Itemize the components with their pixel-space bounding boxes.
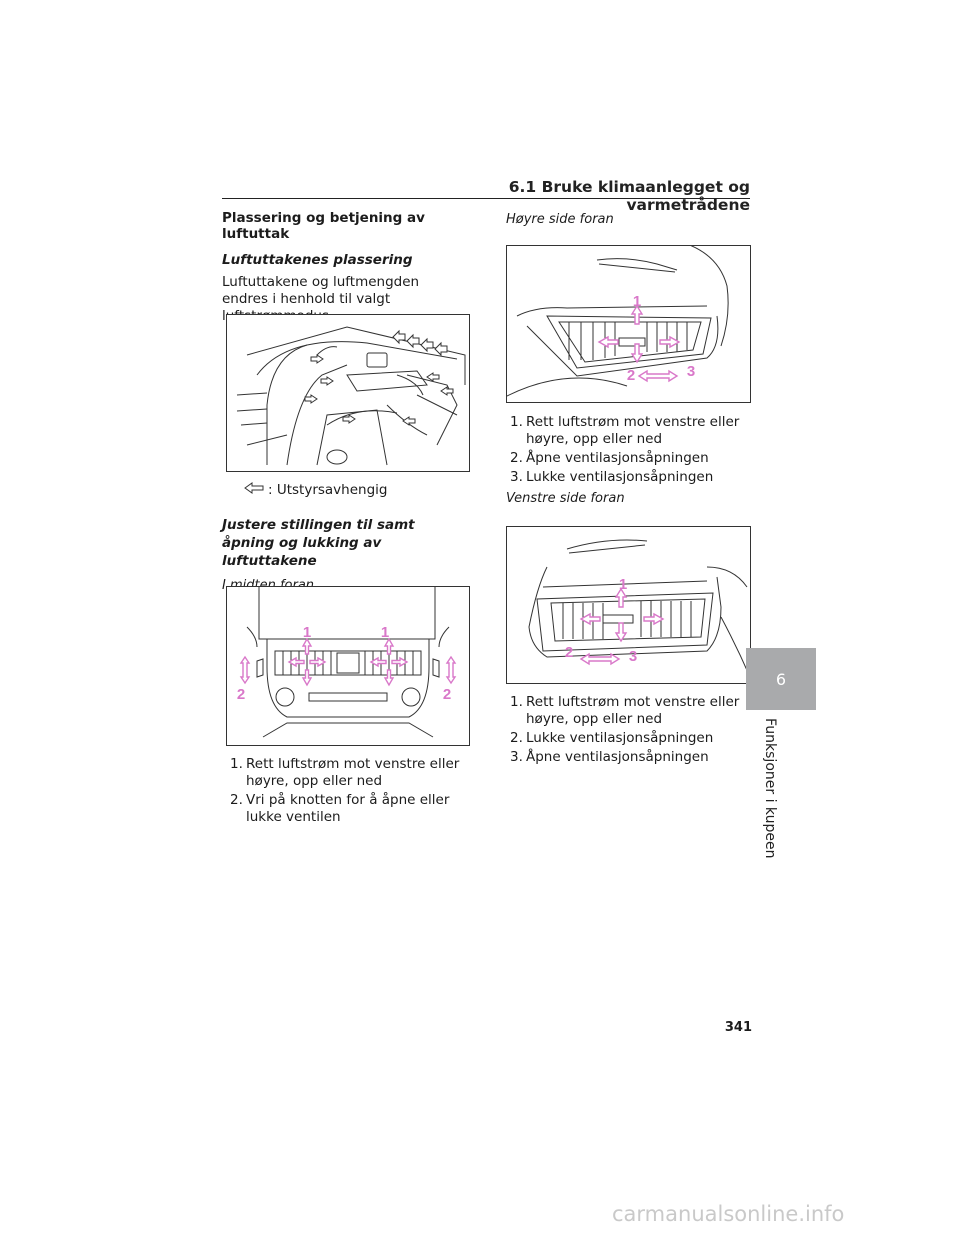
fig-label: 1 <box>619 576 627 593</box>
cabin-vents-figure <box>226 314 470 472</box>
fig-label: 3 <box>687 363 695 380</box>
legend: : Utstyrsavhengig <box>244 482 387 498</box>
list-item: 2.Lukke ventilasjonsåpningen <box>510 730 714 746</box>
fig-label: 1 <box>303 624 311 641</box>
chapter-side-label: Funksjoner i kupeen <box>760 718 780 858</box>
list-item: 2.Åpne ventilasjonsåpningen <box>510 450 709 466</box>
adjust-heading: Justere stillingen til samt åpning og lu… <box>222 517 415 569</box>
right-steps: 1.Rett luftstrøm mot venstre eller høyre… <box>506 414 746 506</box>
list-item: 1.Rett luftstrøm mot venstre eller høyre… <box>510 414 740 447</box>
center-vents-figure: 1 1 2 2 <box>226 586 470 746</box>
header-divider <box>222 198 750 199</box>
fig-label: 3 <box>629 648 637 665</box>
chapter-tab <box>746 648 816 710</box>
fig-label: 2 <box>237 686 245 703</box>
watermark: carmanualsonline.info <box>612 1202 845 1226</box>
fig-label: 2 <box>565 644 573 661</box>
list-item: 3.Åpne ventilasjonsåpningen <box>510 749 709 765</box>
chapter-number: 6 <box>775 670 787 689</box>
left-column: Plassering og betjening av luftuttak Luf… <box>222 210 480 325</box>
right-caption: Høyre side foran <box>506 212 614 227</box>
left-steps: 1.Rett luftstrøm mot venstre eller høyre… <box>506 694 746 768</box>
adjust-section: Justere stillingen til samt åpning og lu… <box>222 516 462 593</box>
section-heading: Plassering og betjening av luftuttak <box>222 210 425 242</box>
list-item: 1.Rett luftstrøm mot venstre eller høyre… <box>510 694 740 727</box>
subheading-location: Luftuttakenes plassering <box>222 252 413 268</box>
fig-label: 1 <box>633 293 641 310</box>
fig-label: 2 <box>443 686 451 703</box>
fig-label: 1 <box>381 624 389 641</box>
chapter-label: Funksjoner i kupeen <box>762 718 778 859</box>
chapter-header: 6.1 Bruke klimaanlegget og varmetrådene <box>508 178 750 214</box>
center-steps: 1.Rett luftstrøm mot venstre eller høyre… <box>226 756 466 828</box>
list-item: 2.Vri på knotten for å åpne eller lukke … <box>230 792 450 825</box>
right-vent-figure: 1 2 3 <box>506 245 751 403</box>
fig-label: 2 <box>627 367 635 384</box>
legend-label: : Utstyrsavhengig <box>268 482 388 498</box>
list-item: 1.Rett luftstrøm mot venstre eller høyre… <box>230 756 460 789</box>
left-vent-figure: 1 2 3 <box>506 526 751 684</box>
list-item: 3.Lukke ventilasjonsåpningen <box>510 469 714 485</box>
page-number: 341 <box>724 1020 752 1035</box>
left-caption: Venstre side foran <box>506 491 625 506</box>
outline-arrow-icon <box>244 482 264 498</box>
